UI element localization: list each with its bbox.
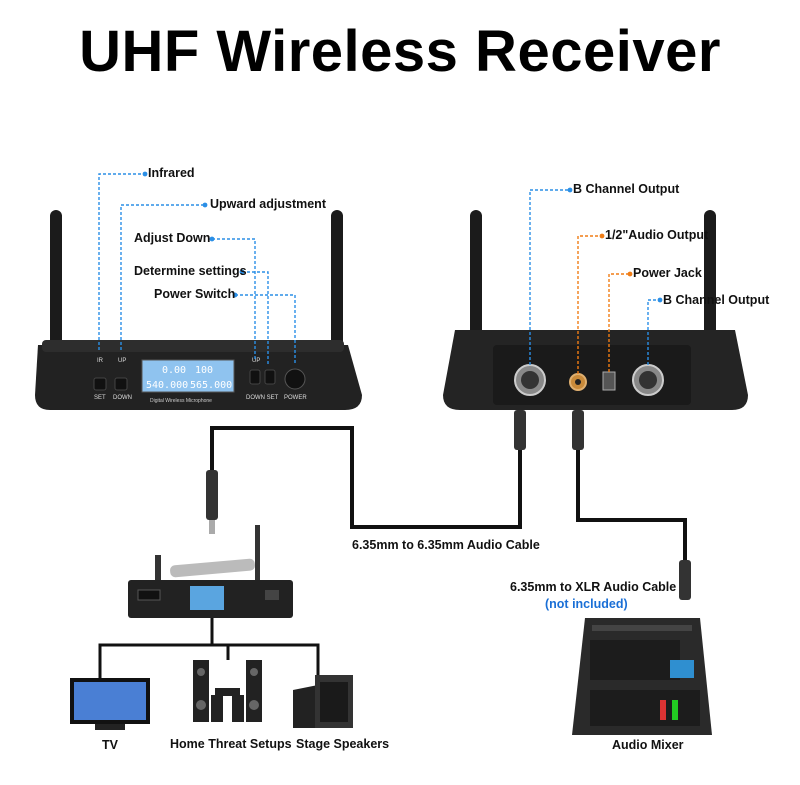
down-set-button-2[interactable] xyxy=(264,369,276,385)
front-callout-lines xyxy=(98,173,296,365)
plug-xlr-top xyxy=(572,410,584,450)
source-amplifier xyxy=(128,525,293,618)
label-determine-settings: Determine settings xyxy=(134,264,247,278)
label-cable-xlr: 6.35mm to XLR Audio Cable xyxy=(510,580,677,594)
lcd-display xyxy=(141,359,235,393)
up-text-right: UP xyxy=(252,358,260,364)
home-theater-icon xyxy=(193,660,262,722)
down-set-button-1[interactable] xyxy=(249,369,261,385)
label-power-switch: Power Switch xyxy=(154,287,236,301)
label-audio-mixer: Audio Mixer xyxy=(612,738,684,752)
label-b-channel-output-1: B Channel Output xyxy=(573,182,680,196)
distribution-lines xyxy=(98,618,320,678)
plug-635-right xyxy=(514,410,526,450)
brand-strip: Digital Wireless Microphone xyxy=(150,398,212,404)
cables xyxy=(210,426,687,600)
antenna-rear-right xyxy=(704,210,716,340)
antenna-rear-left xyxy=(470,210,482,340)
stage-speakers-icon xyxy=(293,675,353,728)
cable-635-path xyxy=(210,426,522,529)
label-audio-output: 1/2"Audio Output xyxy=(605,228,709,242)
lcd-right-freq: 565.000 xyxy=(190,380,232,391)
label-infrared: Infrared xyxy=(148,166,195,180)
front-callout-dots xyxy=(142,171,245,298)
cable-xlr-path xyxy=(576,440,687,600)
rear-callout-dots xyxy=(567,187,663,303)
tv-icon xyxy=(70,678,150,730)
lcd-left-freq: 540.000 xyxy=(146,380,188,391)
power-text: POWER xyxy=(284,395,307,401)
plug-xlr-bottom xyxy=(679,560,691,600)
label-tv: TV xyxy=(102,738,118,752)
label-home-theater: Home Threat Setups xyxy=(170,737,292,751)
label-adjust-down: Adjust Down xyxy=(134,231,211,245)
label-power-jack: Power Jack xyxy=(633,266,702,280)
set-button[interactable] xyxy=(93,377,107,391)
label-stage-speakers: Stage Speakers xyxy=(296,737,390,751)
set-text: SET xyxy=(94,395,106,401)
receiver-rear xyxy=(443,210,748,410)
power-jack xyxy=(602,371,616,391)
page-title: UHF Wireless Receiver xyxy=(79,19,721,84)
label-b-channel-output-2: B Channel Output xyxy=(663,293,770,307)
down-text: DOWN xyxy=(113,395,132,401)
power-button[interactable] xyxy=(284,368,306,390)
plug-635-left xyxy=(206,470,218,520)
ir-text: IR xyxy=(97,358,104,364)
lcd-left-top: 0.00 xyxy=(162,365,186,376)
label-cable-xlr-note: (not included) xyxy=(545,597,628,611)
audio-mixer-icon xyxy=(572,618,712,735)
lcd-right-top: 100 xyxy=(195,365,213,376)
down-button[interactable] xyxy=(114,377,128,391)
receiver-front: IR UP SET DOWN 0.00 100 540.000 565.000 … xyxy=(35,210,362,410)
rear-callout-lines xyxy=(529,189,660,374)
label-cable-635: 6.35mm to 6.35mm Audio Cable xyxy=(352,538,540,552)
down-set-text: DOWN SET xyxy=(246,395,279,401)
up-text: UP xyxy=(118,358,126,364)
label-upward-adjustment: Upward adjustment xyxy=(210,197,326,211)
